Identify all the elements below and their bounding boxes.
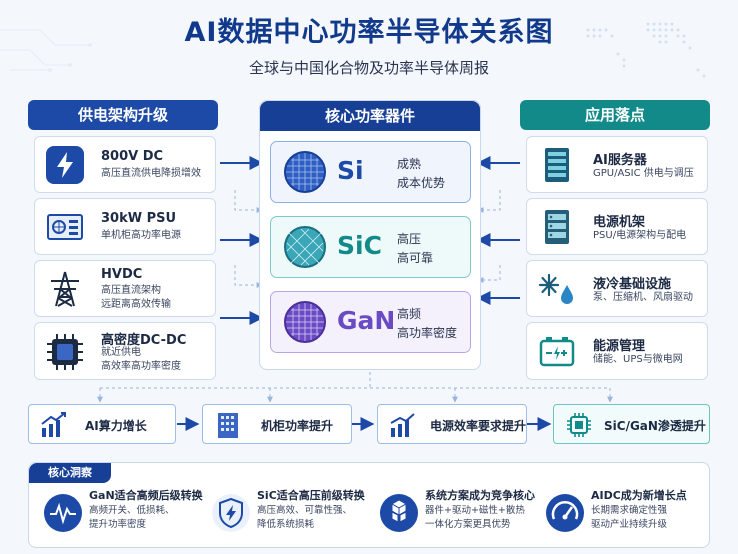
card-title: 电源机架: [593, 215, 646, 230]
core-devices-header: 核心功率器件: [260, 101, 480, 131]
insight-system-solution: 系统方案成为竞争核心 器件+驱动+磁性+散热 一体化方案更具优势: [375, 483, 540, 547]
insight-desc-line-2: 降低系统损耗: [257, 519, 315, 530]
card-desc-line-1: 高压直流架构: [101, 285, 161, 296]
power-architecture-header: 供电架构升级: [28, 100, 218, 130]
card-30kw-psu: 30kW PSU 单机柜高功率电源: [34, 198, 216, 255]
card-title: 能源管理: [593, 339, 646, 354]
flow-step-label: SiC/GaN渗透提升: [604, 419, 706, 433]
card-desc: 单机柜高功率电源: [101, 230, 181, 241]
insight-aidc: AIDC成为新增长点 长期需求确定性强 驱动产业持续升级: [541, 483, 706, 547]
world-map-dots-decoration: [586, 22, 706, 78]
insight-gan: GaN适合高频后级转换 高频开关、低损耗、 提升功率密度: [39, 483, 204, 547]
card-title: 800V DC: [101, 149, 164, 164]
card-desc: 高压直流供电降损增效: [101, 168, 201, 179]
chip-sic: SiC 高压 高可靠: [270, 216, 471, 278]
liquid-cooling-icon: [538, 273, 573, 304]
card-title: 30kW PSU: [101, 211, 177, 226]
insight-title: AIDC成为新增长点: [591, 489, 687, 502]
flow-step-label: 机柜功率提升: [261, 419, 334, 433]
card-800v-dc: 800V DC 高压直流供电降损增效: [34, 136, 216, 193]
flow-step-ai-compute: AI算力增长: [28, 404, 176, 444]
si-desc-line-1: 成熟: [397, 157, 422, 171]
card-desc-line-1: 就近供电: [101, 347, 141, 358]
gan-desc-line-2: 高功率密度: [397, 326, 458, 340]
building-icon: [218, 413, 238, 438]
card-desc-line-2: 高效率高功率密度: [101, 361, 181, 372]
battery-icon: [539, 337, 575, 367]
insight-desc-line-2: 提升功率密度: [89, 519, 147, 530]
applications-header: 应用落点: [520, 100, 710, 130]
insight-desc-line-2: 驱动产业持续升级: [591, 519, 668, 530]
sic-symbol: SiC: [337, 231, 382, 260]
efficiency-chart-icon: [390, 413, 415, 437]
growth-chart-icon: [41, 412, 66, 437]
chip-si: Si 成熟 成本优势: [270, 141, 471, 203]
card-desc: PSU/电源架构与配电: [593, 230, 687, 241]
chip-module-icon: [47, 334, 83, 370]
insight-sic: SiC适合高压前级转换 高压高效、可靠性强、 降低系统损耗: [207, 483, 372, 547]
applications-column: 应用落点 AI服务器 GPU/ASIC 供电与调压 电源机架 PSU/电源架构与…: [520, 100, 710, 380]
card-energy-management: 能源管理 储能、UPS与微电网: [526, 322, 708, 380]
card-desc: 泵、压缩机、风扇驱动: [593, 292, 693, 303]
insight-title: 系统方案成为竞争核心: [425, 489, 535, 502]
page-subtitle: 全球与中国化合物及功率半导体周报: [248, 59, 489, 77]
lightning-icon: [46, 146, 84, 184]
circuit-decoration: [0, 29, 92, 72]
si-wafer-icon: [284, 151, 326, 193]
flow-step-sic-gan: SiC/GaN渗透提升: [553, 404, 710, 444]
insight-title: GaN适合高频后级转换: [89, 489, 203, 502]
insight-desc-line-1: 器件+驱动+磁性+散热: [425, 505, 525, 516]
cubes-icon: [380, 494, 418, 532]
server-rack-icon: [545, 148, 569, 182]
insight-desc-line-1: 高压高效、可靠性强、: [257, 505, 353, 516]
chip-icon: [567, 413, 591, 437]
card-title: AI服务器: [593, 153, 647, 168]
sic-desc-line-2: 高可靠: [397, 251, 434, 265]
insight-title: SiC适合高压前级转换: [257, 489, 365, 502]
card-hvdc: HVDC 高压直流架构 远距离高效传输: [34, 260, 216, 317]
psu-icon: [47, 214, 83, 240]
flow-step-rack-power: 机柜功率提升: [202, 404, 352, 444]
gan-desc-line-1: 高频: [397, 307, 422, 321]
card-title: 液冷基础设施: [593, 277, 672, 292]
sic-desc-line-1: 高压: [397, 232, 422, 246]
card-desc-line-2: 远距离高效传输: [101, 299, 171, 310]
flow-step-label: AI算力增长: [85, 419, 147, 433]
gan-symbol: GaN: [337, 306, 396, 335]
insight-desc-line-1: 高频开关、低损耗、: [89, 505, 175, 516]
power-architecture-column: 供电架构升级 800V DC 高压直流供电降损增效 30kW PSU 单机柜高功…: [28, 100, 218, 380]
insight-desc-line-2: 一体化方案更具优势: [425, 519, 511, 530]
core-insights-tag: 核心洞察: [29, 463, 111, 483]
si-desc-line-2: 成本优势: [397, 176, 446, 190]
flow-step-efficiency: 电源效率要求提升: [377, 404, 527, 444]
card-liquid-cooling: 液冷基础设施 泵、压缩机、风扇驱动: [526, 260, 708, 317]
card-desc: GPU/ASIC 供电与调压: [593, 168, 694, 179]
power-rack-icon: [545, 210, 569, 244]
card-title: 高密度DC-DC: [101, 333, 187, 348]
shield-bolt-icon: [212, 494, 250, 532]
page-title: AI数据中心功率半导体关系图: [184, 17, 554, 48]
si-symbol: Si: [337, 156, 364, 185]
chip-gan: GaN 高频 高功率密度: [270, 291, 471, 353]
card-desc: 储能、UPS与微电网: [593, 354, 683, 365]
transmission-tower-icon: [51, 271, 79, 307]
core-insights-panel: 核心洞察 GaN适合高频后级转换 高频开关、低损耗、 提升功率密度 SiC适合高…: [28, 462, 710, 548]
insight-desc-line-1: 长期需求确定性强: [591, 505, 668, 516]
gauge-icon: [546, 494, 584, 532]
card-power-rack: 电源机架 PSU/电源架构与配电: [526, 198, 708, 255]
flow-step-label: 电源效率要求提升: [430, 419, 527, 433]
card-high-density-dcdc: 高密度DC-DC 就近供电 高效率高功率密度: [34, 322, 216, 380]
card-title: HVDC: [101, 267, 143, 282]
core-devices-column: 核心功率器件 Si 成熟 成本优势 SiC 高压 高可靠: [259, 100, 481, 370]
gan-wafer-icon: [284, 301, 326, 343]
card-ai-server: AI服务器 GPU/ASIC 供电与调压: [526, 136, 708, 193]
sic-wafer-icon: [284, 226, 326, 268]
waveform-icon: [44, 494, 82, 532]
